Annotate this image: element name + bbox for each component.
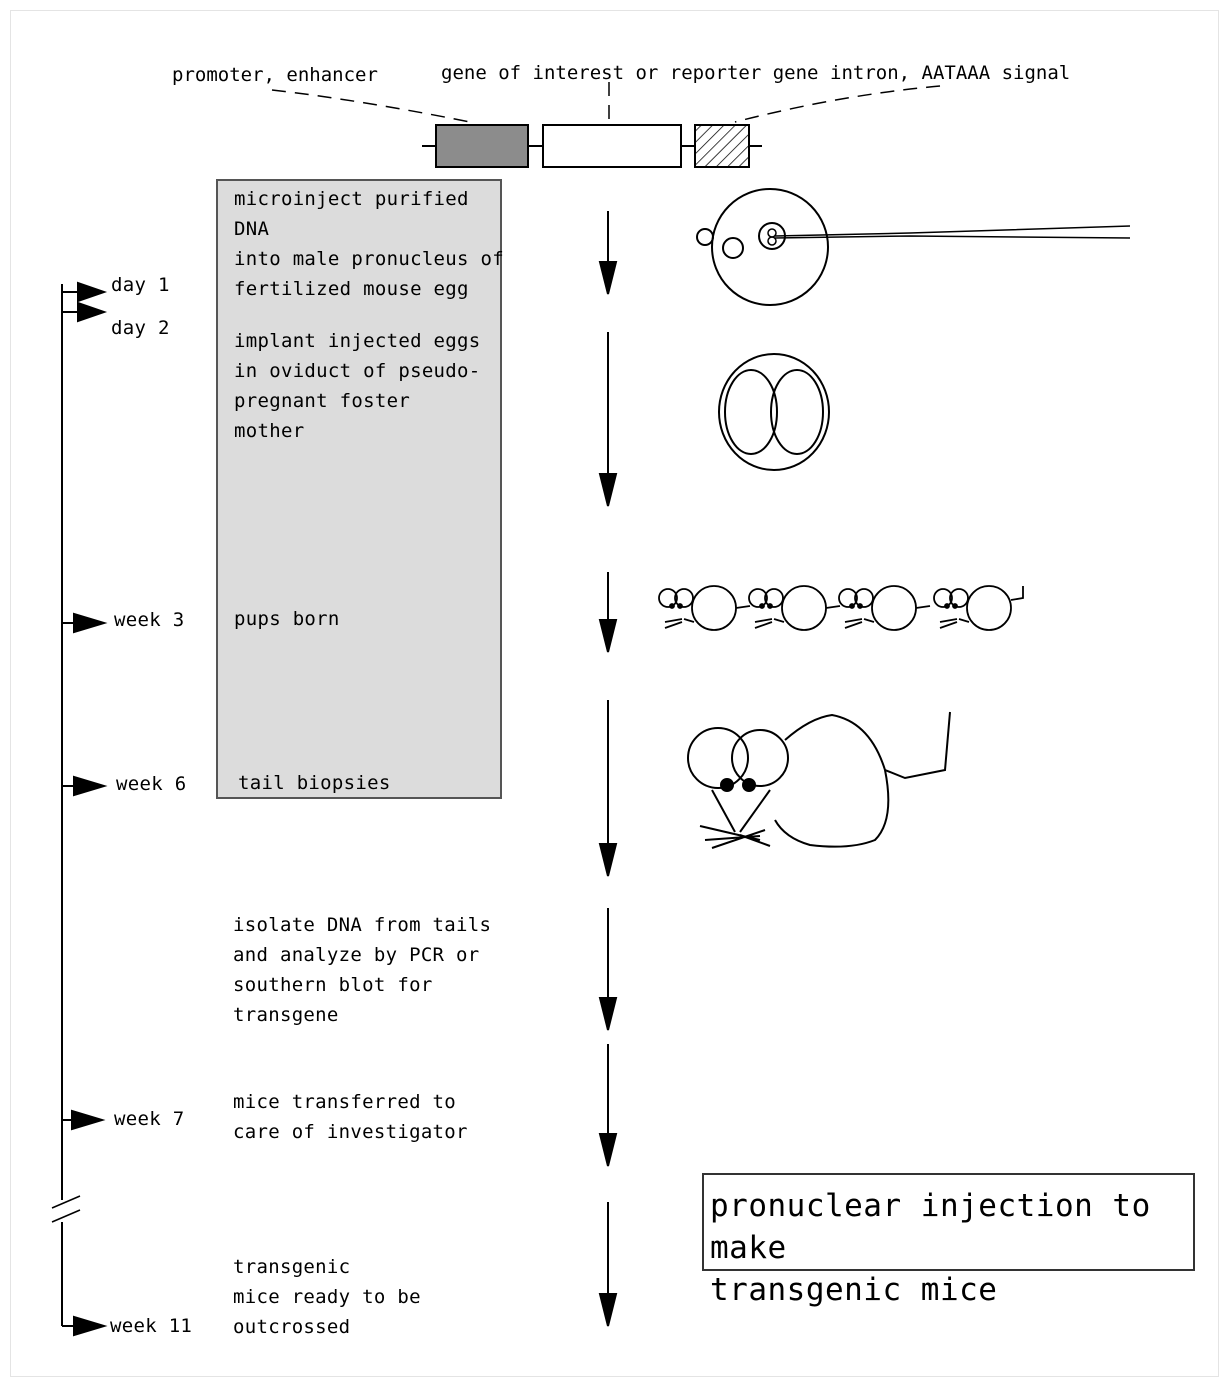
promoter-label: promoter, enhancer [172,64,378,86]
tick-day-1 [77,281,108,303]
timeline-day-2: day 2 [111,317,170,339]
in-vivo-steps-box [216,179,502,799]
figure-frame [10,10,1219,1377]
intron-label: intron, AATAAA signal [830,62,1071,84]
label-pointers [271,82,941,124]
timeline-day-1: day 1 [111,274,170,296]
timeline-axis [51,281,108,1337]
dna-construct [422,124,762,168]
title-box: pronuclear injection to make transgenic … [702,1173,1195,1308]
step-pups-born: pups born [234,608,340,630]
adult-mouse-illustration [687,711,951,849]
timeline-week-6: week 6 [116,773,187,795]
gene-block [542,124,682,168]
step-transfer: mice transferred to care of investigator [233,1091,468,1143]
arrow-head [598,619,618,653]
two-cell-embryo-illustration [718,353,830,471]
arrow-head [598,473,618,507]
arrow-head [598,997,618,1031]
fertilized-egg-illustration [696,188,1131,306]
tick-week-7 [71,1109,106,1131]
diagram-title: pronuclear injection to make transgenic … [710,1188,1151,1308]
step-implant: implant injected eggs in oviduct of pseu… [234,330,481,442]
tick-week-11 [73,1315,108,1337]
arrow-head [598,1133,618,1167]
step-microinject: microinject purified DNA into male pronu… [234,188,504,300]
promoter-block [435,124,529,168]
arrow-head [598,843,618,877]
process-arrows [598,211,618,1327]
timeline-week-3: week 3 [114,609,185,631]
tick-week-6 [73,775,108,797]
timeline-week-11: week 11 [110,1315,193,1337]
arrow-head [598,261,618,295]
step-tail-biopsies: tail biopsies [238,772,391,794]
tick-day-2 [77,301,108,323]
tick-week-3 [73,612,108,634]
gene-label: gene of interest or reporter gene [441,62,819,84]
injection-needle [774,225,1131,237]
step-ready: transgenic mice ready to be outcrossed [233,1256,421,1338]
step-isolate-dna: isolate DNA from tails and analyze by PC… [233,914,492,1026]
intron-block [694,124,750,168]
pups-illustration [658,585,1024,631]
arrow-head [598,1293,618,1327]
timeline-week-7: week 7 [114,1108,185,1130]
